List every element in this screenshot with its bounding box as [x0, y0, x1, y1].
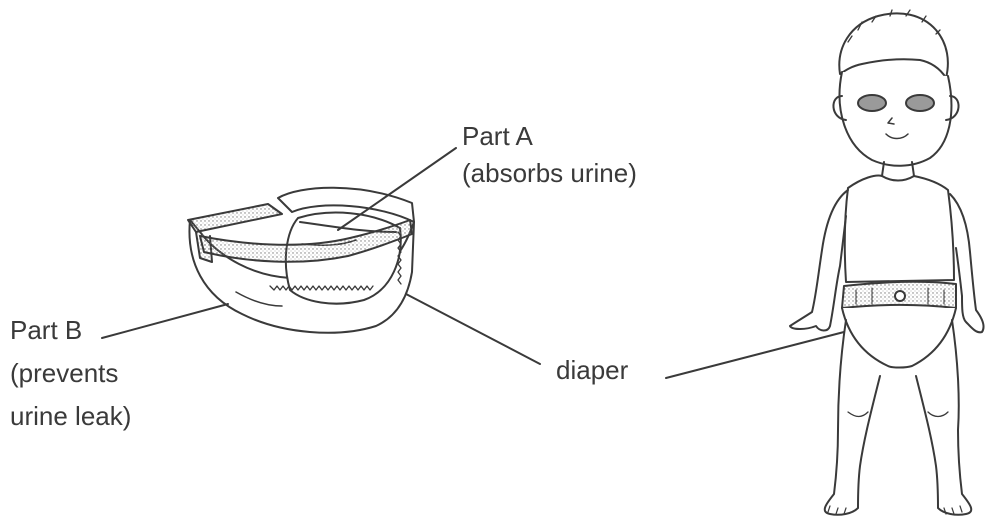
child-hair [839, 13, 948, 78]
child-left-arm [790, 190, 848, 331]
part-a-label: Part A [462, 118, 533, 154]
part-b-label: Part B [10, 312, 82, 348]
part-b-pointer [102, 304, 228, 338]
child-diaper [842, 308, 956, 368]
part-a-description: (absorbs urine) [462, 155, 637, 191]
diaper-pointer-right [666, 332, 844, 378]
diaper-left-tab [188, 204, 282, 232]
child-torso [845, 176, 954, 283]
diaper-pointer-left [406, 294, 540, 364]
child-head [840, 72, 952, 166]
child-illustration [790, 10, 984, 515]
child-right-eye [906, 95, 934, 111]
diaper-label: diaper [556, 352, 628, 388]
diaper-illustration [188, 188, 414, 333]
part-b-description-line1: (prevents [10, 355, 118, 391]
part-b-description-line2: urine leak) [10, 398, 131, 434]
child-left-eye [858, 95, 886, 111]
